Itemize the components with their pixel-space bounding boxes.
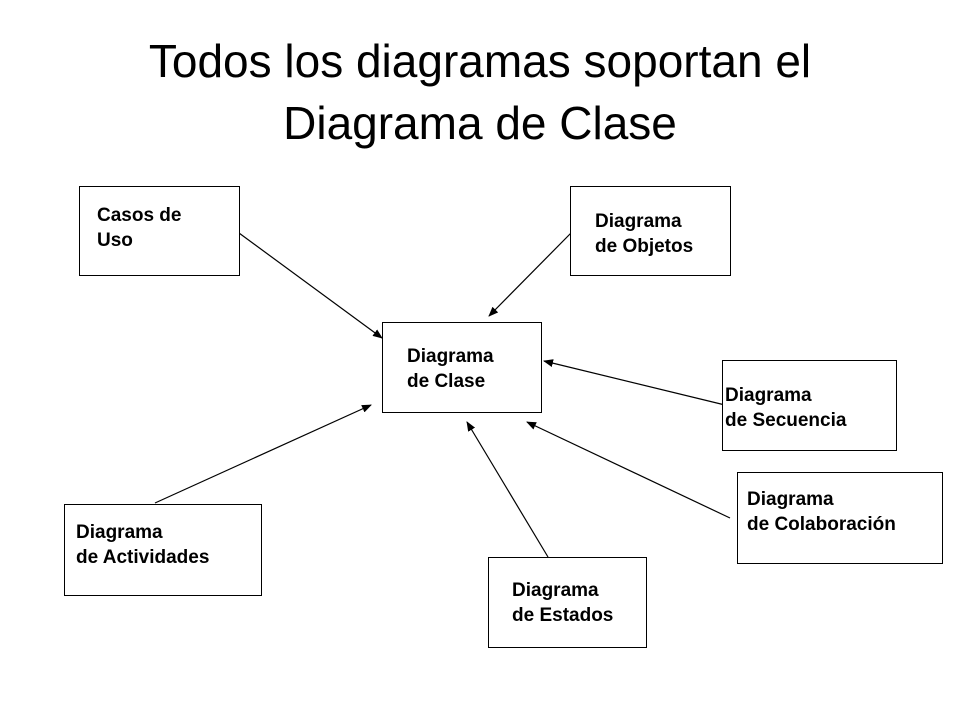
node-estados-line-2: de Estados: [512, 605, 614, 626]
node-diagrama-de-objetos: Diagrama de Objetos: [570, 186, 731, 276]
arrow-estados-to-clase: [466, 421, 549, 558]
node-secuencia-line-2: de Secuencia: [725, 410, 847, 431]
node-diagrama-de-colaboracion: Diagrama de Colaboración: [737, 472, 943, 564]
node-clase-line-2: de Clase: [407, 371, 486, 392]
node-diagrama-de-actividades: Diagrama de Actividades: [64, 504, 262, 596]
slide-title: Todos los diagramas soportan el Diagrama…: [0, 30, 960, 154]
title-line-2: Diagrama de Clase: [283, 97, 677, 149]
node-actividades-line-1: Diagrama: [76, 522, 163, 543]
node-colaboracion-line-2: de Colaboración: [747, 514, 896, 535]
arrow-secuencia-to-clase: [543, 359, 726, 406]
arrow-casos-uso-to-clase: [238, 232, 383, 339]
node-casos-de-uso-line-1: Casos de: [97, 205, 182, 226]
node-actividades-line-2: de Actividades: [76, 547, 210, 568]
arrow-actividades-to-clase: [154, 404, 372, 504]
node-estados-line-1: Diagrama: [512, 580, 599, 601]
node-colaboracion-line-1: Diagrama: [747, 489, 834, 510]
node-objetos-line-2: de Objetos: [595, 236, 694, 257]
arrow-colaboracion-to-clase: [526, 421, 731, 519]
title-line-1: Todos los diagramas soportan el: [148, 35, 812, 87]
node-diagrama-de-clase: Diagrama de Clase: [382, 322, 542, 413]
node-diagrama-de-estados: Diagrama de Estados: [488, 557, 647, 648]
node-clase-line-1: Diagrama: [407, 346, 494, 367]
node-diagrama-de-secuencia: Diagrama de Secuencia: [722, 360, 897, 451]
node-objetos-line-1: Diagrama: [595, 211, 682, 232]
node-casos-de-uso-line-2: Uso: [97, 230, 133, 251]
node-casos-de-uso: Casos de Uso: [79, 186, 240, 276]
arrow-objetos-to-clase: [488, 232, 572, 317]
node-secuencia-line-1: Diagrama: [725, 385, 812, 406]
